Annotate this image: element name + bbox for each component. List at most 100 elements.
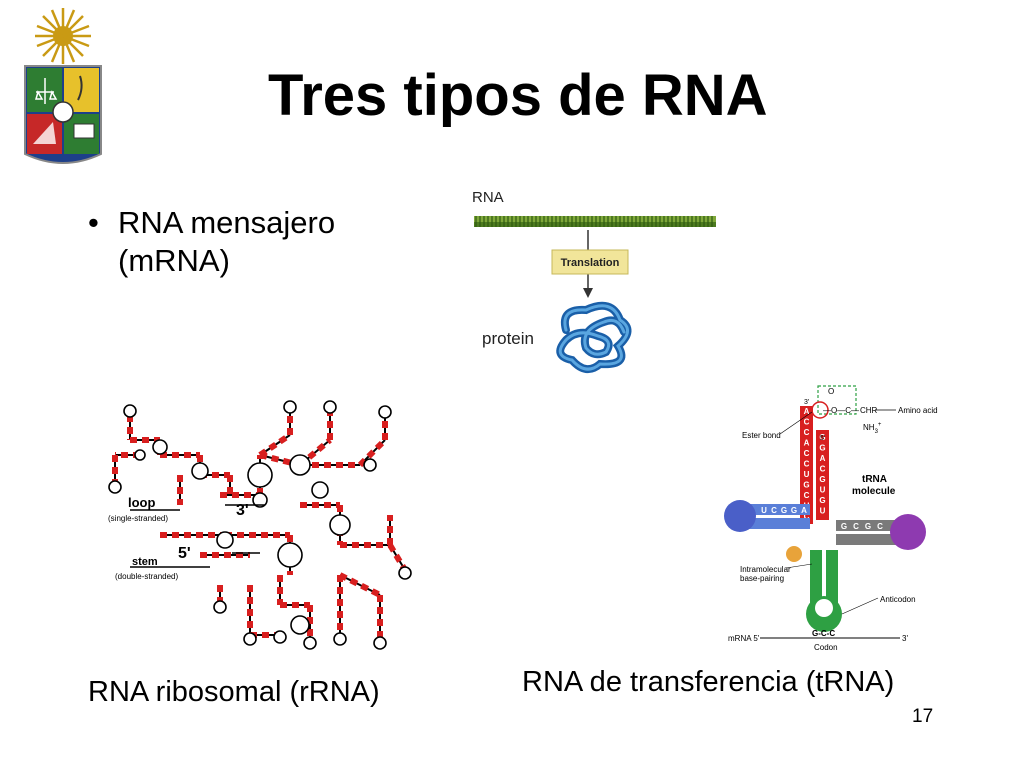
rna-strand bbox=[474, 216, 716, 227]
rrna-loop bbox=[277, 542, 303, 568]
trna-base: G bbox=[781, 506, 787, 515]
trna-base: A bbox=[804, 407, 810, 416]
rna-label: RNA bbox=[472, 189, 504, 206]
rrna-loop bbox=[191, 462, 209, 480]
trna-base: C bbox=[804, 460, 810, 469]
rrna-loop bbox=[290, 615, 310, 635]
trna-base: C bbox=[804, 512, 810, 521]
trna-3prime-label: 3' bbox=[804, 399, 809, 406]
rrna-stem-pair bbox=[338, 572, 382, 598]
trna-base: G bbox=[819, 433, 825, 442]
rrna-loop bbox=[398, 566, 412, 580]
base-pairing-label: base-pairing bbox=[740, 574, 784, 583]
rrna-5prime-label: 5' bbox=[178, 545, 191, 562]
amino-acid-label: Amino acid bbox=[898, 406, 938, 415]
rrna-stem-pair bbox=[357, 437, 388, 468]
bullet-line-2: (mRNA) bbox=[118, 243, 230, 278]
trna-base: C bbox=[877, 522, 883, 531]
rrna-loop bbox=[247, 462, 273, 488]
trna-molecule-label-2: molecule bbox=[852, 486, 896, 497]
trna-base: C bbox=[804, 418, 810, 427]
trna-base: G bbox=[819, 444, 825, 453]
trna-base: G bbox=[865, 522, 871, 531]
stem-note: (double-stranded) bbox=[115, 572, 178, 581]
intramolecular-label: Intramolecular bbox=[740, 565, 791, 574]
rrna-stem-pair bbox=[387, 543, 408, 572]
rrna-stem-pair bbox=[259, 452, 301, 468]
nh3-label: NH3+ bbox=[863, 422, 882, 435]
rrna-loop bbox=[283, 400, 297, 414]
rrna-loop bbox=[303, 636, 317, 650]
slide-title: Tres tipos de RNA bbox=[268, 63, 768, 128]
rrna-loop bbox=[216, 531, 234, 549]
protein-coil-icon bbox=[556, 301, 632, 374]
bullet-item-mrna: • RNA mensajero (mRNA) bbox=[88, 204, 335, 280]
trna-base: G bbox=[791, 506, 797, 515]
rrna-loop bbox=[323, 400, 337, 414]
trna-base: C bbox=[853, 522, 859, 531]
sun-rays-icon bbox=[35, 8, 91, 64]
rrna-loop bbox=[243, 632, 257, 646]
trna-base: C bbox=[820, 465, 826, 474]
trna-base: U bbox=[804, 470, 810, 479]
rrna-stem-pairs bbox=[112, 410, 408, 640]
trna-base: G bbox=[841, 522, 847, 531]
trna-molecule-label: tRNA bbox=[862, 474, 887, 485]
rrna-loop bbox=[333, 632, 347, 646]
rrna-loop bbox=[378, 405, 392, 419]
rrna-loops bbox=[108, 400, 412, 650]
trna-base: C bbox=[804, 428, 810, 437]
trna-base: U bbox=[820, 486, 826, 495]
rrna-3prime-label: 3' bbox=[236, 502, 249, 519]
trna-5prime-label: 5' bbox=[820, 435, 825, 442]
rrna-loop bbox=[213, 600, 227, 614]
trna-base: G bbox=[819, 496, 825, 505]
translation-box bbox=[551, 249, 629, 275]
university-crest-logo bbox=[24, 8, 102, 164]
trna-base: U bbox=[761, 506, 767, 515]
trna-base: A bbox=[820, 454, 826, 463]
rrna-loop bbox=[152, 439, 168, 455]
svg-text:—O—C—: —O—C— bbox=[823, 406, 859, 415]
codon-label: Codon bbox=[814, 643, 838, 652]
codon-letters: G-C-C bbox=[812, 629, 835, 638]
rrna-loop bbox=[329, 514, 351, 536]
page-number: 17 bbox=[912, 706, 934, 727]
trna-base: U bbox=[820, 507, 826, 516]
rrna-loop bbox=[108, 480, 122, 494]
trna-base: G bbox=[819, 475, 825, 484]
mrna-translation-figure: RNA Translation protein bbox=[472, 189, 716, 374]
bullet-line-1: RNA mensajero bbox=[118, 205, 336, 240]
svg-text:O: O bbox=[828, 387, 834, 396]
chr-label: CHR bbox=[860, 406, 878, 415]
anticodon-label: Anticodon bbox=[880, 595, 916, 604]
trna-base: G bbox=[803, 481, 809, 490]
rrna-loop bbox=[252, 492, 268, 508]
caption-rrna: RNA ribosomal (rRNA) bbox=[88, 676, 380, 708]
trna-base: A bbox=[804, 439, 810, 448]
loop-label: loop bbox=[128, 495, 155, 510]
loop-note: (single-stranded) bbox=[108, 514, 168, 523]
rrna-loop bbox=[273, 630, 287, 644]
ester-bond-label: Ester bond bbox=[742, 431, 781, 440]
trna-base: C bbox=[804, 491, 810, 500]
rrna-loop bbox=[373, 636, 387, 650]
bullet-dot-icon: • bbox=[88, 205, 99, 240]
caption-trna: RNA de transferencia (tRNA) bbox=[522, 666, 895, 698]
trna-base: C bbox=[804, 449, 810, 458]
shield-icon bbox=[24, 65, 102, 164]
rrna-loop bbox=[289, 454, 311, 476]
mrna-3prime-label: 3' bbox=[902, 634, 908, 643]
translation-label: Translation bbox=[561, 257, 620, 269]
protein-label: protein bbox=[482, 329, 534, 348]
mrna-label: mRNA 5' bbox=[728, 634, 760, 643]
rrna-structure-figure: loop (single-stranded) stem (double-stra… bbox=[108, 400, 412, 650]
rrna-loop bbox=[123, 404, 137, 418]
rrna-stem-pair bbox=[258, 432, 292, 458]
stem-label: stem bbox=[132, 556, 158, 568]
acceptor-stem-left: ACCACCUGCUC bbox=[803, 407, 809, 521]
